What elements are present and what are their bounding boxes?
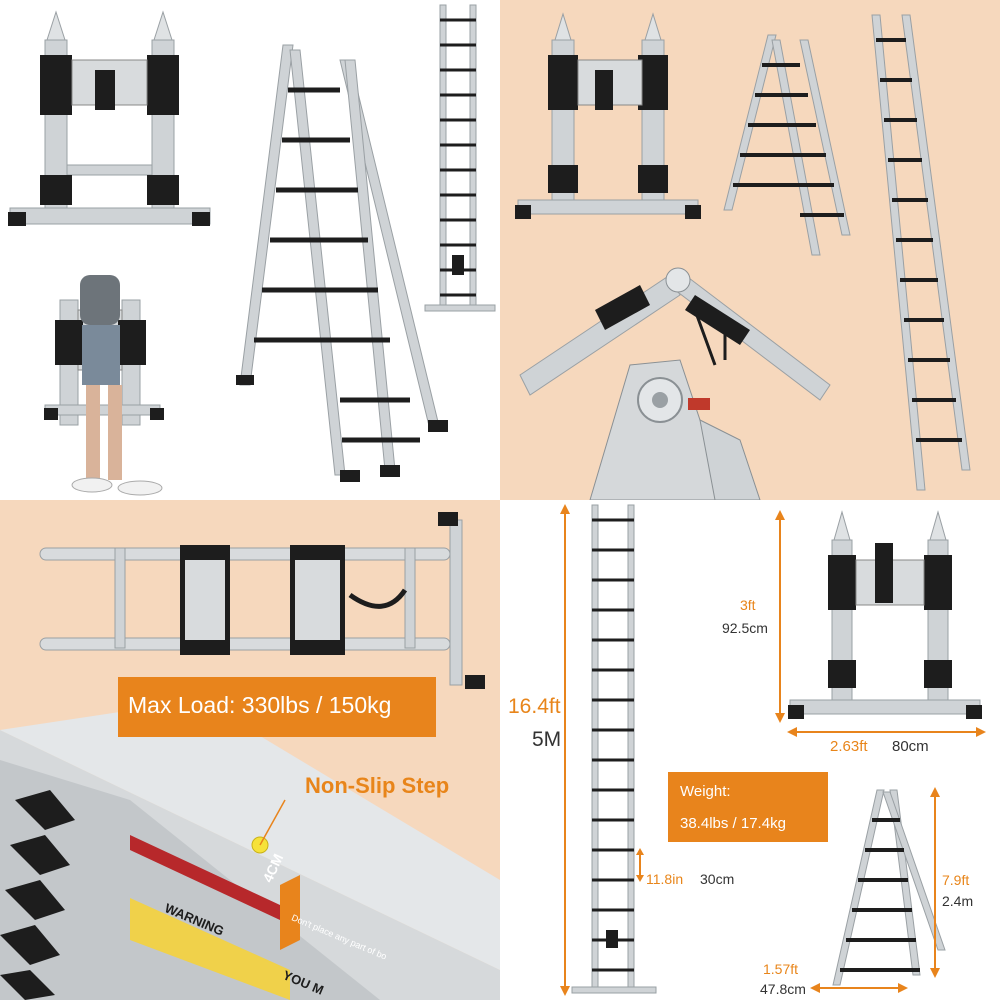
aframe-height-arrow: [930, 787, 940, 978]
weight-badge: [668, 772, 828, 842]
height-ft-label: 16.4ft: [508, 695, 561, 718]
folded-ladder-dimension: [788, 510, 982, 719]
horizontal-ladder: [39, 512, 485, 689]
step-ft-label: 11.8in: [646, 871, 684, 887]
weight-value: 38.4lbs / 17.4kg: [680, 815, 786, 832]
height-arrow: [560, 504, 570, 996]
folded-ladder: [8, 10, 211, 226]
features-svg: [0, 512, 500, 1000]
folded-ladder-2: [515, 12, 701, 219]
extended-ladder-rungs: [440, 18, 476, 297]
height-m-label: 5M: [532, 728, 562, 751]
base-cm-label: 47.8cm: [760, 981, 806, 997]
weight-label: Weight:: [680, 783, 731, 800]
hinge-mechanism-closeup: [589, 359, 761, 500]
aframe-dimension: [832, 789, 946, 986]
ladder-photos-svg: [8, 4, 496, 496]
folded-ft-label: 3ft: [740, 597, 756, 613]
width-ft-label: 2.63ft: [830, 738, 868, 755]
max-load-badge: [118, 677, 436, 737]
tall-ladder-rungs: [592, 518, 634, 972]
aframe-ladder-2: [723, 34, 851, 256]
features-panel: Max Load: 330lbs / 150kg Non-Slip Step 4…: [0, 500, 500, 1000]
folded-height-arrow: [775, 510, 785, 723]
max-load-text: Max Load: 330lbs / 150kg: [128, 692, 392, 718]
extended-ladder: [424, 4, 496, 312]
step-cm-label: 30cm: [700, 871, 735, 887]
aframe-rungs: [254, 87, 420, 443]
hinge-closeup: [519, 267, 831, 401]
extended-ladder-2-rungs: [876, 38, 962, 442]
aframe-ft-label: 7.9ft: [942, 872, 970, 888]
person-carrying-ladder: [44, 275, 164, 496]
aframe-m-label: 2.4m: [942, 893, 974, 909]
dimensions-svg: [560, 504, 986, 996]
aframe-2-rungs: [733, 63, 844, 217]
extended-ladder-2: [871, 14, 971, 491]
width-cm-label: 80cm: [892, 738, 929, 755]
folded-cm-label: 92.5cm: [722, 620, 768, 636]
aframe-ladder: [236, 44, 448, 482]
aframe-dimension-rungs: [840, 818, 920, 972]
ladder-detail-svg: [515, 12, 971, 500]
non-slip-label: Non-Slip Step: [305, 773, 450, 798]
aframe-base-arrow: [810, 983, 908, 993]
tall-ladder-dimension: [571, 504, 657, 994]
product-photo-top-left: [0, 0, 500, 500]
dimensions-panel: 16.4ft 5M 3ft 92.5cm 2.63ft 80cm Weight:…: [500, 500, 1000, 1000]
folded-width-arrow: [787, 727, 986, 737]
product-photo-top-right: [500, 0, 1000, 500]
base-ft-label: 1.57ft: [763, 961, 799, 977]
step-arrow: [636, 848, 644, 882]
rung-closeup: [0, 700, 500, 1000]
